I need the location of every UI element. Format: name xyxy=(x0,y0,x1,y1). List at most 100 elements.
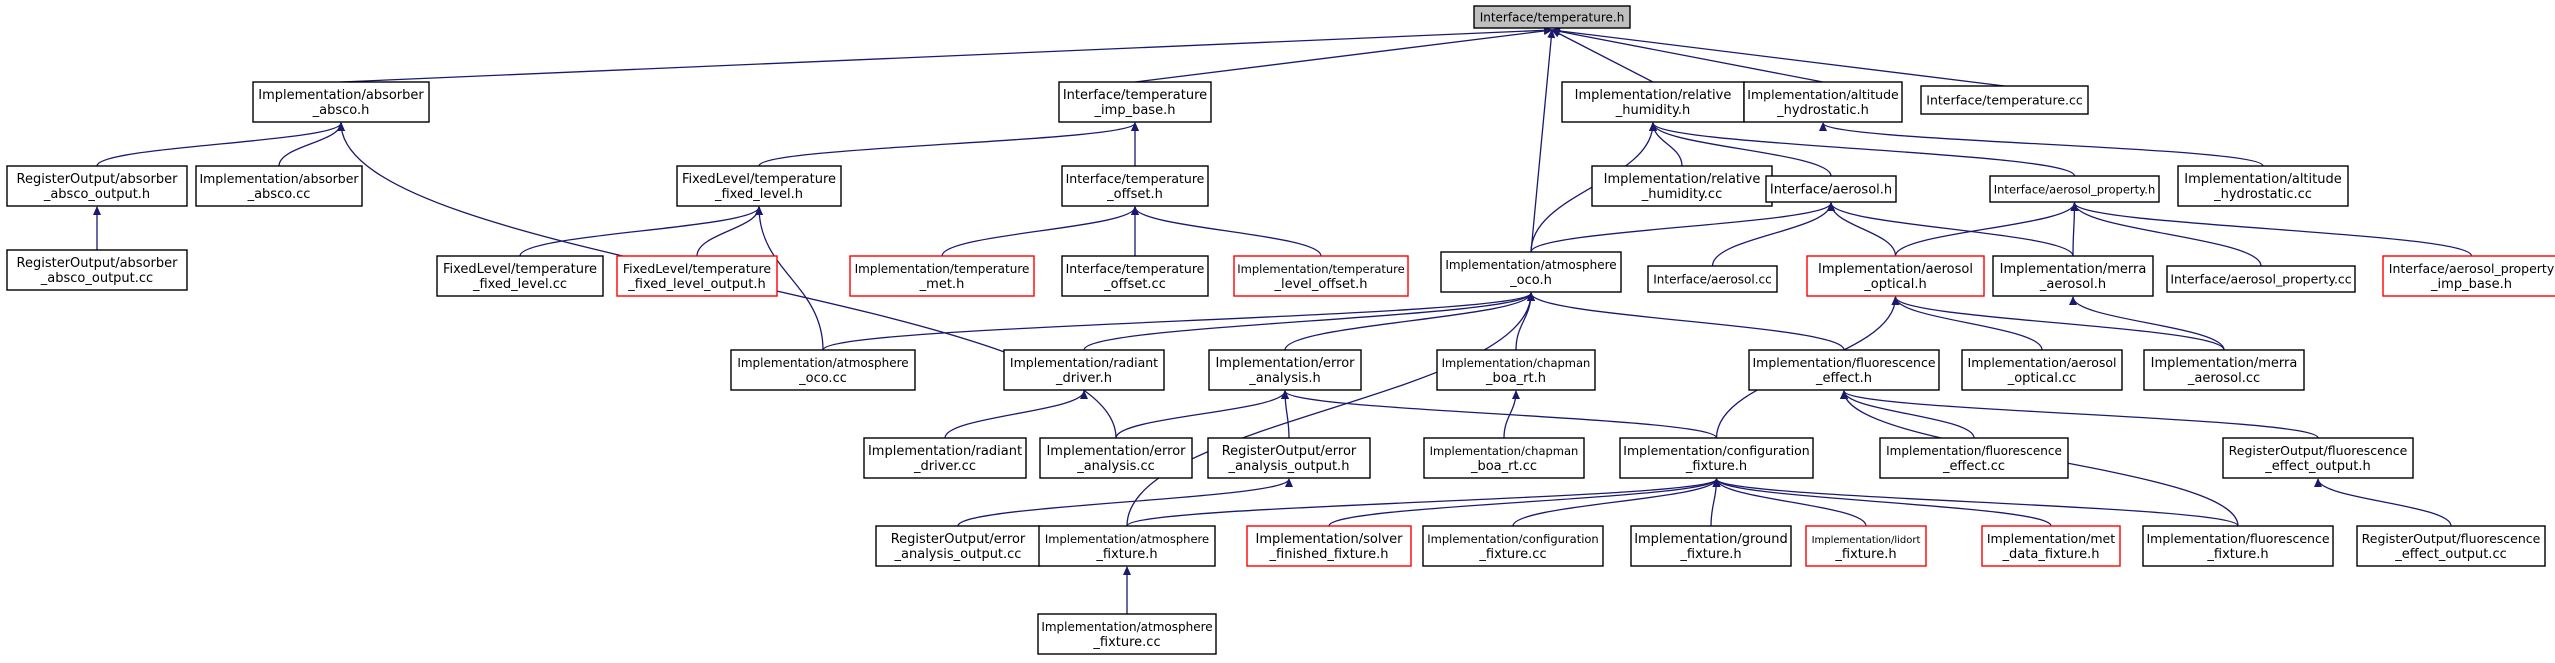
node-root[interactable]: Interface/temperature.h xyxy=(1473,5,1631,29)
node-flu-h[interactable]: Implementation/fluorescence_effect.h xyxy=(1748,349,1940,391)
node-tmet-h[interactable]: Implementation/temperature_met.h xyxy=(849,255,1035,297)
node-rh-cc[interactable]: Implementation/relative_humidity.cc xyxy=(1591,165,1773,207)
node-abs-h[interactable]: Implementation/absorber_absco.h xyxy=(252,81,430,123)
node-abs-cc[interactable]: Implementation/absorber_absco.cc xyxy=(195,165,363,207)
node-label-line: _fixture.h xyxy=(1834,547,1896,562)
node-cbr-h[interactable]: Implementation/chapman_boa_rt.h xyxy=(1436,349,1596,391)
node-aprop-cc[interactable]: Interface/aerosol_property.cc xyxy=(2166,265,2356,293)
node-aprop-h[interactable]: Interface/aerosol_property.h xyxy=(1989,175,2160,203)
node-aer-h[interactable]: Interface/aerosol.h xyxy=(1765,175,1897,203)
node-label-line: Interface/aerosol_property xyxy=(2389,261,2555,276)
node-cbr-cc[interactable]: Implementation/chapman_boa_rt.cc xyxy=(1423,437,1585,479)
node-cfg-h[interactable]: Implementation/configuration_fixture.h xyxy=(1619,437,1814,479)
node-label-line: Implementation/merra xyxy=(2000,262,2147,277)
node-merra-h[interactable]: Implementation/merra_aerosol.h xyxy=(1992,255,2154,297)
node-box xyxy=(2382,255,2555,297)
node-rh-h[interactable]: Implementation/relative_humidity.h xyxy=(1561,81,1745,123)
edge-atmf_h-to-cfg_h xyxy=(1126,478,1721,527)
node-atmf-h[interactable]: Implementation/atmosphere_fixture.h xyxy=(1038,525,1216,567)
node-fluf-h[interactable]: Implementation/fluorescence_fixture.h xyxy=(2142,525,2334,567)
node-label-line: Implementation/chapman xyxy=(1442,356,1591,370)
node-label-line: _fixture.h xyxy=(1679,547,1741,562)
node-box xyxy=(1061,165,1209,207)
node-rab-h[interactable]: RegisterOutput/absorber_absco_output.h xyxy=(6,165,188,207)
node-reo-h[interactable]: RegisterOutput/error_analysis_output.h xyxy=(1207,437,1371,479)
node-box xyxy=(849,255,1035,297)
node-label-line: Implementation/altitude xyxy=(2184,172,2341,187)
node-aer-cc[interactable]: Interface/aerosol.cc xyxy=(1647,265,1778,293)
node-label-line: Implementation/atmosphere xyxy=(1041,620,1212,634)
node-label-line: Implementation/relative xyxy=(1575,88,1732,103)
node-rflu-cc[interactable]: RegisterOutput/fluorescence_effect_outpu… xyxy=(2356,525,2546,567)
node-label-line: Interface/aerosol_property.h xyxy=(1994,183,2156,197)
node-label-line: Implementation/altitude xyxy=(1747,87,1899,102)
node-met-h[interactable]: Implementation/met_data_fixture.h xyxy=(1981,525,2121,567)
node-label-line: Implementation/fluorescence xyxy=(1752,355,1935,370)
node-box xyxy=(1619,437,1814,479)
edge-aprop_cc-to-aprop_h xyxy=(2070,202,2262,267)
edge-rh_h-to-root xyxy=(1551,29,1654,83)
node-rflu-h[interactable]: RegisterOutput/fluorescence_effect_outpu… xyxy=(2222,437,2414,479)
node-toff-h[interactable]: Interface/temperature_offset.h xyxy=(1061,165,1209,207)
edge-cfg_h-to-err_h xyxy=(1281,390,1718,439)
node-label-line: _absco_output.h xyxy=(43,187,150,202)
node-box xyxy=(2142,525,2334,567)
node-aopt-h[interactable]: Implementation/aerosol_optical.h xyxy=(1806,255,1985,297)
node-box xyxy=(2356,525,2546,567)
node-merra-cc[interactable]: Implementation/merra_aerosol.cc xyxy=(2143,349,2305,391)
node-box xyxy=(1647,265,1778,293)
node-tcc[interactable]: Interface/temperature.cc xyxy=(1920,85,2089,115)
node-label-line: Interface/temperature xyxy=(1066,171,1205,186)
node-box xyxy=(1961,349,2123,391)
node-box xyxy=(2222,437,2414,479)
node-box xyxy=(1805,525,1927,567)
node-rad-h[interactable]: Implementation/radiant_driver.h xyxy=(1003,349,1165,391)
node-ftlo-h[interactable]: FixedLevel/temperature_fixed_level_outpu… xyxy=(616,255,778,297)
node-solv-h[interactable]: Implementation/solver_finished_fixture.h xyxy=(1246,525,1412,567)
node-atm-cc[interactable]: Implementation/atmosphere_oco.cc xyxy=(730,349,916,391)
edge-atmf_h-to-atm_h xyxy=(1126,292,1535,527)
node-lid-h[interactable]: Implementation/lidort_fixture.h xyxy=(1805,525,1927,567)
node-gnd-h[interactable]: Implementation/ground_fixture.h xyxy=(1630,525,1792,567)
node-ftl-cc[interactable]: FixedLevel/temperature_fixed_level.cc xyxy=(436,255,604,297)
node-label-line: Implementation/temperature xyxy=(1237,262,1404,276)
node-label-line: RegisterOutput/error xyxy=(1222,444,1357,459)
node-rab-cc[interactable]: RegisterOutput/absorber_absco_output.cc xyxy=(6,249,188,291)
node-box xyxy=(1039,437,1193,479)
node-box xyxy=(1233,255,1409,297)
node-label-line: Implementation/configuration xyxy=(1623,443,1809,458)
node-label-line: _level_offset.h xyxy=(1273,277,1367,292)
edge-aer_h-to-rh_h xyxy=(1649,122,1832,177)
node-label-line: Implementation/aerosol xyxy=(1818,262,1973,277)
node-label-line: _optical.cc xyxy=(2007,371,2077,386)
edge-apib_h-to-aprop_h xyxy=(2070,202,2473,257)
node-label-line: _fixture.cc xyxy=(1092,635,1160,650)
node-cfg-cc[interactable]: Implementation/configuration_fixture.cc xyxy=(1422,525,1604,567)
edge-tlo_h-to-toff_h xyxy=(1131,206,1322,257)
node-atm-h[interactable]: Implementation/atmosphere_oco.h xyxy=(1440,251,1622,293)
node-box xyxy=(676,165,842,207)
node-reo-cc[interactable]: RegisterOutput/error_analysis_output.cc xyxy=(875,525,1041,567)
node-label-line: _finished_fixture.h xyxy=(1269,547,1389,562)
node-atmf-cc[interactable]: Implementation/atmosphere_fixture.cc xyxy=(1037,613,1217,655)
edge-tcc-to-root xyxy=(1551,27,2005,87)
node-alt-cc[interactable]: Implementation/altitude_hydrostatic.cc xyxy=(2177,165,2349,207)
node-apib-h[interactable]: Interface/aerosol_property_imp_base.h xyxy=(2382,255,2555,297)
node-rad-cc[interactable]: Implementation/radiant_driver.cc xyxy=(863,437,1027,479)
node-label-line: Implementation/merra xyxy=(2151,356,2298,371)
node-label-line: _analysis_output.h xyxy=(1228,459,1350,474)
edge-aopt_cc-to-aopt_h xyxy=(1891,296,2043,351)
node-flu-cc[interactable]: Implementation/fluorescence_effect.cc xyxy=(1879,437,2069,479)
edge-ftl_cc-to-ftl_h xyxy=(519,206,763,257)
node-err-cc[interactable]: Implementation/error_analysis.cc xyxy=(1039,437,1193,479)
node-aopt-cc[interactable]: Implementation/aerosol_optical.cc xyxy=(1961,349,2123,391)
node-label-line: _absco_output.cc xyxy=(40,271,153,286)
node-tib-h[interactable]: Interface/temperature_imp_base.h xyxy=(1058,81,1212,123)
node-label-line: Implementation/met xyxy=(1987,531,2115,546)
node-tlo-h[interactable]: Implementation/temperature_level_offset.… xyxy=(1233,255,1409,297)
node-err-h[interactable]: Implementation/error_analysis.h xyxy=(1208,349,1362,391)
node-ftl-h[interactable]: FixedLevel/temperature_fixed_level.h xyxy=(676,165,842,207)
node-alt-h[interactable]: Implementation/altitude_hydrostatic.h xyxy=(1743,81,1903,123)
node-toff-cc[interactable]: Interface/temperature_offset.cc xyxy=(1061,255,1209,297)
node-box xyxy=(863,437,1027,479)
